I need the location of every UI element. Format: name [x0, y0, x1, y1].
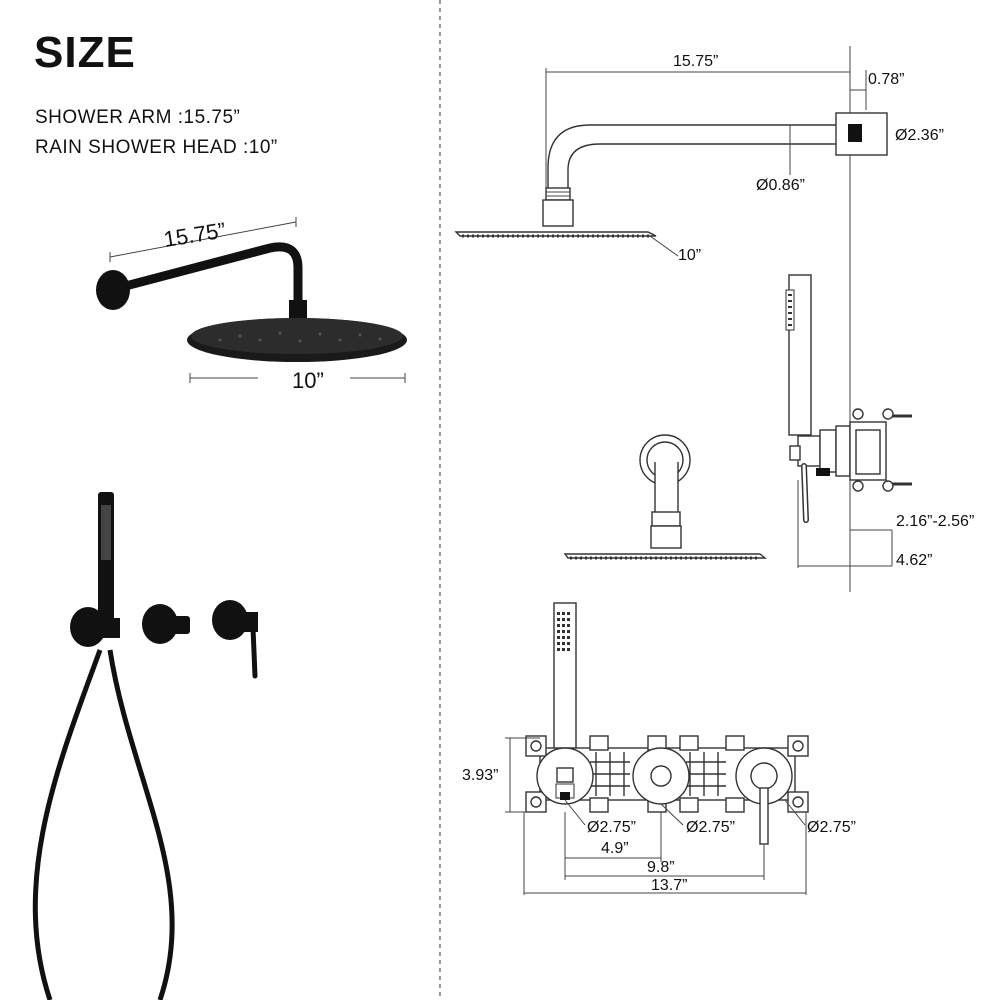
- head-diameter-label: 10”: [292, 368, 324, 393]
- arm-dimension-line: [109, 221, 297, 258]
- depth-range-label: 2.16”-2.56”: [896, 513, 974, 530]
- shower-arm-photo: 15.75” 10”: [96, 217, 407, 393]
- flange-diameter-label: Ø2.36”: [895, 127, 944, 144]
- side-rain-head: [454, 231, 657, 237]
- side-arm-length-label: 15.75”: [673, 53, 718, 70]
- plate3-diameter-label: Ø2.75”: [807, 819, 856, 836]
- valve-side-drawing: 2.16”-2.56” 4.62”: [563, 274, 974, 569]
- plate1-diameter-label: Ø2.75”: [587, 819, 636, 836]
- span3-label: 13.7”: [651, 877, 687, 894]
- arm-length-label: 15.75”: [162, 217, 228, 251]
- valve-set-photo: [32, 492, 258, 1000]
- flange-depth-label: 0.78”: [868, 71, 904, 88]
- spec-rain-head: RAIN SHOWER HEAD :10”: [35, 137, 278, 158]
- height-label: 3.93”: [462, 767, 498, 784]
- side-head-diameter-label: 10”: [678, 247, 701, 264]
- plate2-diameter-label: Ø2.75”: [686, 819, 735, 836]
- span1-label: 4.9”: [601, 840, 629, 857]
- page-title: SIZE: [34, 28, 136, 77]
- spec-shower-arm: SHOWER ARM :15.75”: [35, 107, 241, 128]
- wall-flange: [96, 270, 130, 310]
- arm-diameter-label: Ø0.86”: [756, 177, 805, 194]
- front-view-drawing: Ø2.75” Ø2.75” Ø2.75” 3.93” 4.9” 9.8” 13.…: [462, 602, 856, 895]
- diverter-valve-photo: [142, 604, 178, 644]
- span2-label: 9.8”: [647, 859, 675, 876]
- side-view-drawing: 15.75” 0.78” Ø2.36” Ø0.86” 10”: [454, 46, 944, 592]
- total-depth-label: 4.62”: [896, 552, 932, 569]
